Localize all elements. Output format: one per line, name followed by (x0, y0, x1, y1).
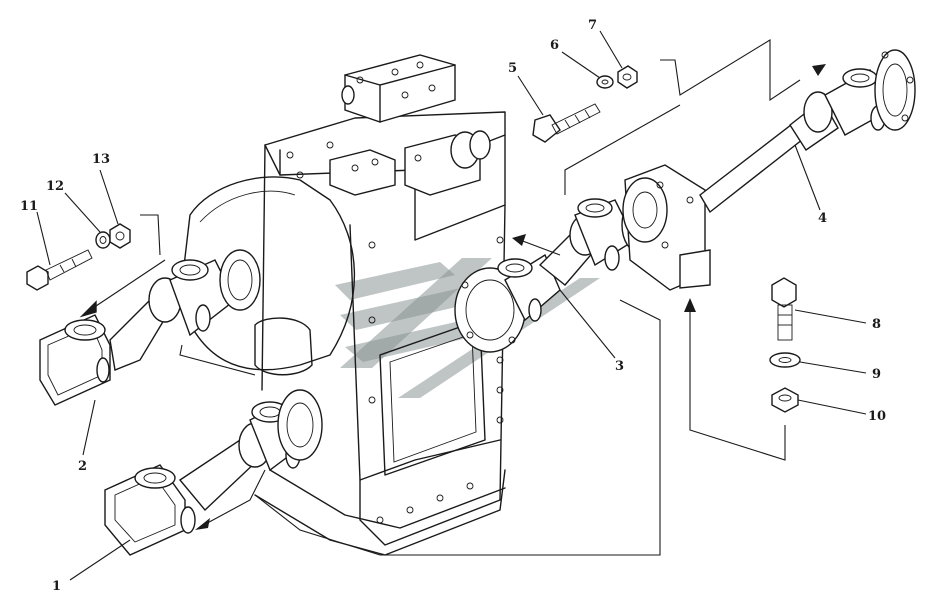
valve-block-top (329, 54, 491, 196)
callout-6: 6 (550, 38, 559, 53)
bolt-5-icon (532, 103, 601, 143)
callout-5: 5 (508, 61, 517, 76)
callout-13: 13 (92, 152, 110, 167)
callout-7: 7 (588, 18, 597, 33)
washer-6-icon (596, 75, 614, 89)
nut-13-icon (109, 223, 131, 249)
callout-11: 11 (20, 199, 38, 214)
bolt-11-icon (26, 249, 93, 291)
callout-12: 12 (46, 179, 64, 194)
prop-shaft-upper-left (39, 249, 261, 406)
callout-2: 2 (78, 459, 87, 474)
callout-9: 9 (872, 367, 881, 382)
washer-9-icon (769, 352, 801, 368)
converter-housing (179, 176, 356, 376)
callout-leaders (36, 30, 867, 581)
callout-4: 4 (818, 211, 827, 226)
callout-10: 10 (868, 409, 886, 424)
assembly-guide-lines (79, 39, 826, 556)
prop-shaft-lower-left (104, 389, 323, 556)
washer-12-icon (95, 231, 111, 249)
nut-10-icon (771, 387, 799, 413)
nut-7-icon (617, 65, 638, 89)
callout-1: 1 (52, 579, 61, 594)
prop-shaft-long (699, 49, 916, 214)
callout-3: 3 (615, 359, 624, 374)
bolt-8-icon (771, 277, 797, 341)
callout-labels: 1 2 3 4 5 6 7 8 9 10 11 12 13 (20, 18, 886, 594)
support-bearing (622, 164, 711, 291)
callout-8: 8 (872, 317, 881, 332)
